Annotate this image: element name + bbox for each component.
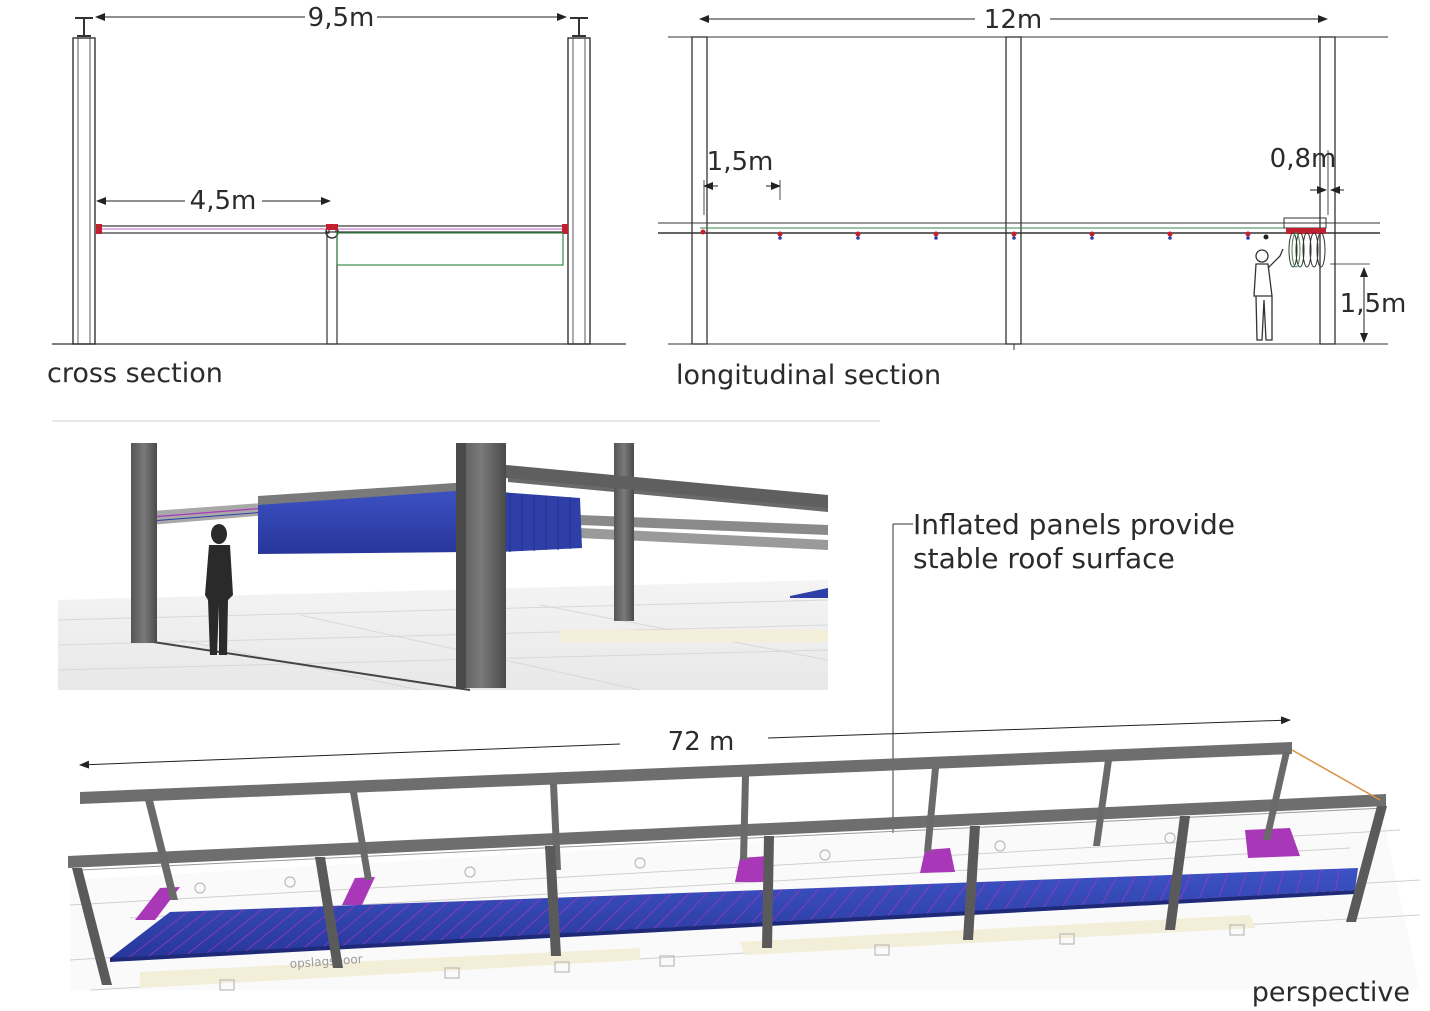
annotation-line-1: Inflated panels provide [913, 508, 1235, 541]
roof-slat [985, 880, 1006, 911]
roof-slat [226, 907, 282, 952]
roof-slat [771, 888, 802, 923]
longitudinal-section-caption: longitudinal section [676, 360, 941, 391]
nozzle-spacing-dimension: 1,5m [707, 147, 774, 177]
roof-slat [654, 892, 691, 929]
roof-slat [596, 894, 635, 932]
operator-figure [1253, 248, 1284, 341]
roof-slat [790, 887, 821, 922]
roof-slat [1237, 871, 1248, 897]
roof-slat [1043, 878, 1062, 908]
roof-slat [693, 891, 728, 927]
roof-slat [148, 910, 208, 957]
cross-span-dimension: 9,5m [308, 3, 375, 33]
roof-slat [809, 886, 839, 921]
roof-slat [1140, 875, 1155, 902]
longitudinal-span-dimension: 12m [984, 5, 1042, 35]
cross-section-caption: cross section [47, 358, 223, 389]
end-offset-dimension: 0,8m [1270, 144, 1337, 174]
perspective-drawing: opslagspoor [68, 716, 1421, 991]
roof-slat [1296, 869, 1303, 894]
roof-slat [1023, 879, 1043, 909]
roof-slat [673, 891, 709, 928]
roof-slat [1062, 878, 1080, 907]
roof-slat [1198, 873, 1210, 899]
roof-slat [634, 893, 672, 930]
roof-slat [1101, 876, 1118, 905]
roof-slat [1082, 877, 1099, 906]
roof-slat [498, 897, 542, 938]
roof-slat [459, 899, 505, 940]
roof-slat [1257, 871, 1266, 896]
roof-slat [1160, 874, 1173, 901]
operator-height-dimension: 1,5m [1340, 289, 1407, 319]
roof-slat [1004, 880, 1025, 910]
floor-plan-label: opslagspoor [289, 952, 363, 971]
roof-slat [401, 901, 449, 943]
cross-panel-dimension: 4,5m [190, 186, 257, 216]
roof-slat [576, 895, 616, 933]
roof-slat [1315, 869, 1322, 893]
roof-slat [557, 895, 598, 934]
person-figure [205, 524, 233, 655]
roof-slat [187, 908, 245, 955]
roof-slat [1179, 874, 1192, 900]
roof-slat [479, 898, 523, 939]
roof-slat [829, 886, 858, 919]
roof-slat [1121, 876, 1136, 903]
annotation-line-2: stable roof surface [913, 542, 1175, 575]
roof-slat [343, 903, 394, 946]
roof-slat [907, 883, 932, 915]
roof-slat [206, 908, 264, 954]
roof-slat [245, 906, 301, 951]
roof-slat [868, 884, 895, 917]
roof-slat [732, 889, 765, 925]
roof-slat [362, 902, 412, 945]
roof-slat [382, 902, 431, 944]
roof-slat [129, 910, 189, 958]
roof-slat [168, 909, 226, 956]
render-view [57, 443, 829, 691]
roof-slat [946, 882, 969, 913]
roof-slat [615, 893, 653, 931]
roof-slat [712, 890, 746, 926]
perspective-length-dimension: 72 m [668, 727, 735, 757]
roof-slat [926, 882, 950, 914]
roof-slat [848, 885, 876, 918]
perspective-caption: perspective [1252, 977, 1410, 1008]
longitudinal-section-drawing [658, 15, 1388, 350]
roof-slat [440, 899, 486, 941]
roof-slat [1276, 870, 1285, 895]
roof-slat [887, 884, 913, 916]
roof-slat [265, 906, 319, 950]
roof-slat [1218, 872, 1229, 898]
roof-slat [1335, 868, 1340, 892]
roof-slat [420, 900, 468, 942]
cross-section-drawing [52, 13, 626, 345]
